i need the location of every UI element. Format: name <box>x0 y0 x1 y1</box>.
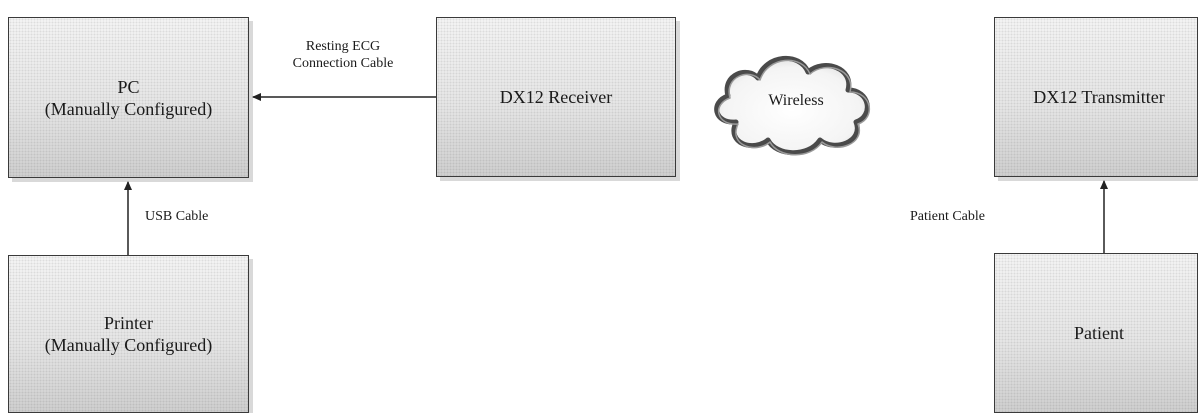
resting-ecg-cable-label-line2: Connection Cable <box>292 56 394 71</box>
cloud-inner-outline <box>718 59 871 156</box>
pc-node-title: PC <box>117 76 140 97</box>
cloud-outline <box>714 55 870 156</box>
patient-node-label: Patient <box>1074 323 1124 343</box>
printer-node-title: Printer <box>104 313 153 333</box>
receiver-node-label: DX12 Receiver <box>499 87 613 107</box>
cloud-icon <box>714 55 871 156</box>
pc-node: PC (Manually Configured) <box>8 17 249 178</box>
patient-cable-label: Patient Cable <box>909 209 985 224</box>
receiver-node: DX12 Receiver <box>436 17 676 177</box>
patient-node: Patient <box>994 253 1198 413</box>
printer-node-subtitle: (Manually Configured) <box>44 335 213 355</box>
wireless-cloud: Wireless <box>696 44 882 160</box>
transmitter-node: DX12 Transmitter <box>994 17 1198 177</box>
transmitter-node-label: DX12 Transmitter <box>1033 87 1165 107</box>
resting-ecg-cable-label: Resting ECG Connection Cable <box>268 38 418 72</box>
resting-ecg-cable-label-line1: Resting ECG <box>305 39 381 54</box>
pc-node-subtitle: (Manually Configured) <box>44 98 213 119</box>
usb-cable-label: USB Cable <box>145 209 209 224</box>
printer-node: Printer (Manually Configured) <box>8 255 249 413</box>
wireless-label: Wireless <box>768 92 824 109</box>
